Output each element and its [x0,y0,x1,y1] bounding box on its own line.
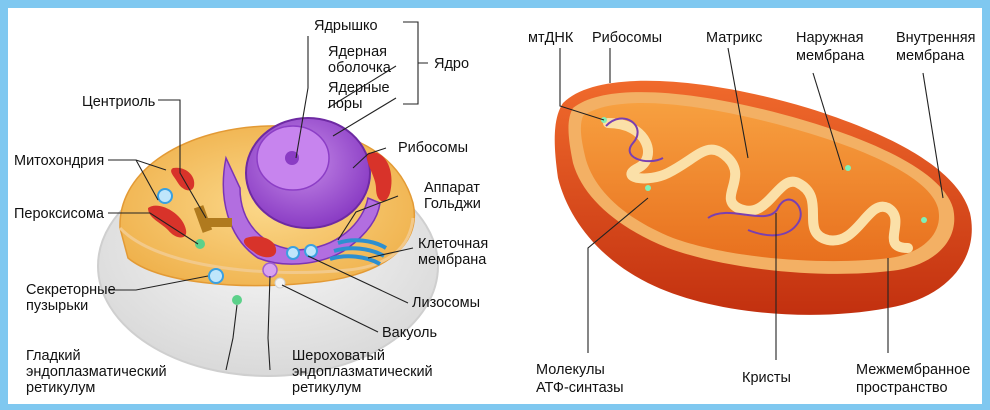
label-centriole: Центриоль [82,94,155,110]
label-atp-1: Молекулы [536,362,605,378]
label-golgi-2: Гольджи [424,196,481,212]
label-intermembrane-2: пространство [856,380,948,396]
mito-ribosome-3 [845,165,851,171]
vesicle-1 [158,189,172,203]
label-mito-ribosomes: Рибосомы [592,30,662,46]
label-intermembrane-1: Межмембранное [856,362,970,378]
label-smooth-er-3: ретикулум [26,380,95,396]
peroxisome [195,239,205,249]
label-mtdna: мтДНК [528,30,574,46]
label-matrix: Матрикс [706,30,763,46]
label-outer-membrane-2: мембрана [796,48,865,64]
lysosome [263,263,277,277]
label-nuclear-envelope-2: оболочка [328,60,392,76]
vacuole-spot [275,278,285,288]
label-membrane-1: Клеточная [418,236,488,252]
label-peroxisome: Пероксисома [14,206,105,222]
label-outer-membrane-1: Наружная [796,30,863,46]
label-secretory-2: пузырьки [26,298,88,314]
label-vacuole: Вакуоль [382,325,437,341]
vesicle-2 [209,269,223,283]
label-lysosomes: Лизосомы [412,295,480,311]
label-mitochondrion: Митохондрия [14,153,104,169]
green-vesicle [232,295,242,305]
vesicle-3 [287,247,299,259]
label-nucleus: Ядро [434,56,469,72]
label-cristae: Кристы [742,370,791,386]
centriole-2 [208,218,232,227]
mitochondrion-illustration [555,81,972,315]
label-ribosomes: Рибосомы [398,140,468,156]
label-secretory-1: Секреторные [26,282,116,298]
label-membrane-2: мембрана [418,252,487,268]
label-rough-er-2: эндоплазматический [292,364,433,380]
diagram-frame: Ядрышко Ядерная оболочка Ядерные поры Яд… [8,8,982,404]
label-rough-er-3: ретикулум [292,380,361,396]
label-nucleolus: Ядрышко [314,18,378,34]
label-golgi-1: Аппарат [424,180,480,196]
label-nuclear-envelope-1: Ядерная [328,44,387,60]
label-nuclear-pores-1: Ядерные [328,80,390,96]
label-inner-membrane-1: Внутренняя [896,30,975,46]
diagram-canvas: Ядрышко Ядерная оболочка Ядерные поры Яд… [8,8,982,404]
mito-ribosome-4 [921,217,927,223]
label-smooth-er-1: Гладкий [26,348,81,364]
label-smooth-er-2: эндоплазматический [26,364,167,380]
mito-ribosome-2 [645,185,651,191]
label-inner-membrane-2: мембрана [896,48,965,64]
label-nuclear-pores-2: поры [328,96,362,112]
label-rough-er-1: Шероховатый [292,348,385,364]
label-atp-2: АТФ-синтазы [536,380,624,396]
vesicle-4 [305,245,317,257]
